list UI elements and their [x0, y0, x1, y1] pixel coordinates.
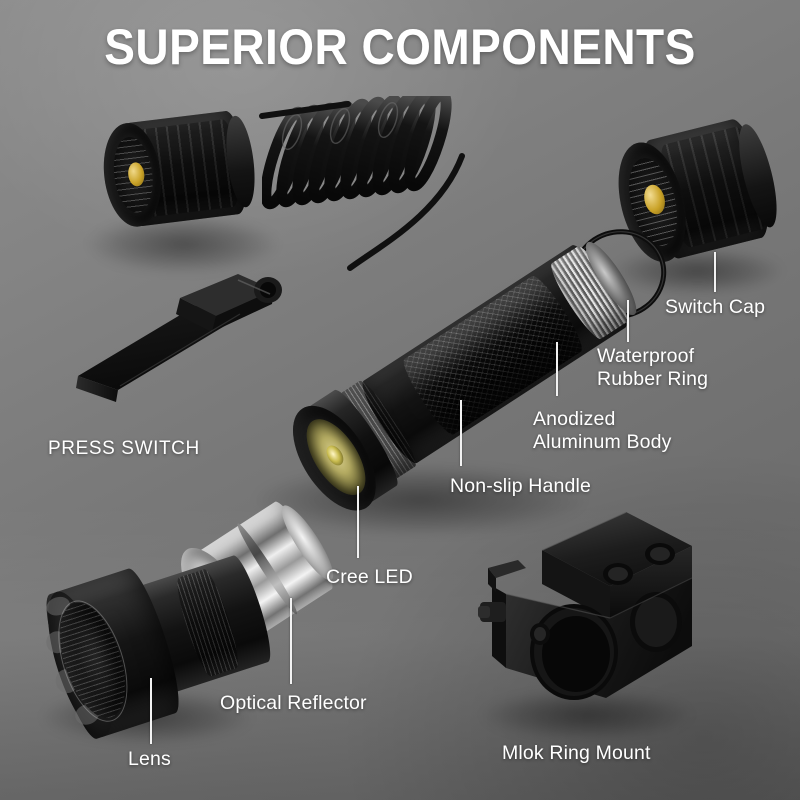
leader-line-optical-reflector — [290, 598, 292, 684]
label-anodized-body: Anodized Aluminum Body — [533, 408, 672, 453]
label-press-switch: PRESS SWITCH — [48, 438, 200, 459]
page-title: SUPERIOR COMPONENTS — [104, 19, 696, 75]
leader-line-anodized-body — [556, 342, 558, 396]
press-switch-tailcap — [92, 109, 259, 230]
leader-line-cree-led — [357, 486, 359, 558]
label-switch-cap: Switch Cap — [665, 296, 766, 318]
leader-line-lens — [150, 678, 152, 744]
pressure-pad — [60, 268, 310, 408]
leader-line-rubber-ring — [627, 300, 629, 342]
label-lens: Lens — [128, 748, 171, 770]
coiled-cable — [260, 88, 452, 236]
label-mlok-ring-mount: Mlok Ring Mount — [502, 742, 651, 764]
leader-line-switch-cap — [714, 252, 716, 292]
label-optical-reflector: Optical Reflector — [220, 692, 367, 714]
label-non-slip-handle: Non-slip Handle — [450, 475, 591, 497]
label-cree-led: Cree LED — [326, 566, 413, 588]
label-waterproof-ring: Waterproof Rubber Ring — [597, 345, 709, 390]
cable-lead — [259, 101, 465, 271]
leader-line-non-slip-handle — [460, 400, 462, 466]
